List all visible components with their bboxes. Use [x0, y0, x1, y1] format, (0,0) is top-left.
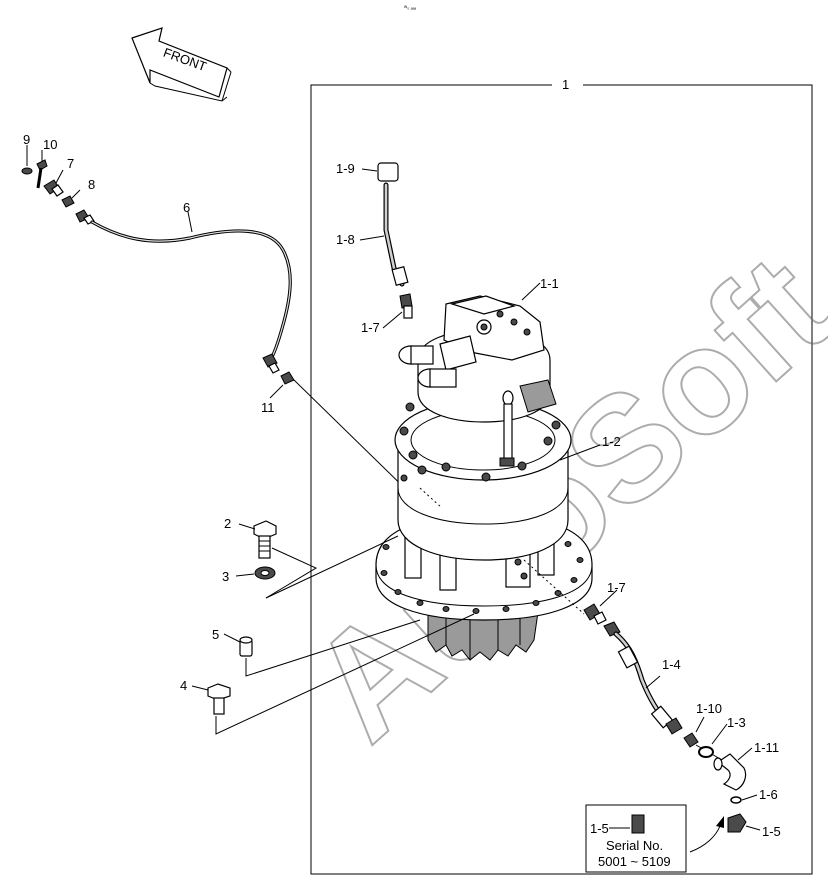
callout-3: 3 [222, 569, 229, 584]
part-7-adapter [43, 169, 64, 197]
part-8-fitting [61, 189, 81, 208]
callout-1-8: 1-8 [336, 232, 355, 247]
callout-11: 11 [261, 400, 275, 415]
callout-1-3: 1-3 [727, 715, 746, 730]
callout-1-7-bottom: 1-7 [607, 580, 626, 595]
callout-9: 9 [23, 132, 30, 147]
callout-1-7-top: 1-7 [361, 320, 380, 335]
callout-1-4: 1-4 [662, 657, 681, 672]
hydraulic-motor [398, 295, 557, 423]
leader-1-1 [521, 282, 541, 301]
assembly-frame: 1 [310, 77, 813, 875]
level-gauge [499, 390, 515, 467]
serial-box-plug-icon [631, 814, 645, 834]
callout-4: 4 [180, 678, 187, 693]
part-1-8-breather-pipe [359, 182, 409, 287]
callout-1-11: 1-11 [754, 740, 779, 755]
part-1-7-bottom-adapter [583, 589, 618, 625]
part-1-6-o-ring [730, 794, 758, 804]
reduction-housing [394, 399, 572, 561]
assembly-label: 1 [562, 77, 569, 92]
front-arrow: FRONT [131, 27, 232, 102]
serial-box-pointer-head [716, 816, 724, 828]
swing-motor-assembly [375, 295, 593, 661]
part-1-4-hose [603, 621, 683, 735]
callout-1-10: 1-10 [696, 701, 722, 716]
part-4-bolt [191, 613, 475, 735]
serial-box-pointer [689, 825, 721, 853]
flange-bolt-holes [380, 541, 584, 614]
pinion-gear [427, 611, 539, 661]
leader-flange-bolt [265, 535, 399, 599]
callout-1-1: 1-1 [540, 276, 559, 291]
callout-5: 5 [212, 627, 219, 642]
callout-labels: 9 10 7 8 6 11 2 3 5 4 1-9 1-8 1-1 1-7 1-… [23, 132, 781, 839]
serial-box-title: Serial No. [606, 838, 663, 853]
part-2-bolt [238, 520, 318, 599]
part-3-washer [235, 566, 276, 580]
part-1-3-o-ring [698, 723, 728, 758]
hose-dashed-path [523, 559, 585, 615]
part-1-7-top-adapter [382, 293, 413, 329]
part-1-5-plug [727, 813, 761, 833]
part-1-11-elbow [713, 747, 753, 791]
serial-box-range: 5001 ~ 5109 [598, 854, 671, 869]
callout-10: 10 [43, 137, 57, 152]
part-1-9-breather-cap [361, 162, 399, 182]
callout-1-5: 1-5 [762, 824, 781, 839]
callout-1-2: 1-2 [602, 434, 621, 449]
part-6-hose [75, 209, 292, 374]
callout-1-6: 1-6 [759, 787, 778, 802]
leader-1-2 [559, 444, 601, 461]
part-10-bolt [36, 150, 48, 189]
serial-number-box: 1-5 Serial No. 5001 ~ 5109 [585, 804, 687, 873]
callout-7: 7 [67, 156, 74, 171]
callout-2: 2 [224, 516, 231, 531]
callout-1-9: 1-9 [336, 161, 355, 176]
housing-bolts [399, 402, 561, 482]
callout-8: 8 [88, 177, 95, 192]
callout-6: 6 [183, 200, 190, 215]
part-9-washer [21, 145, 33, 175]
corner-code: ᵂ₀ ₐₐₐ [404, 5, 416, 11]
part-5-pin [223, 619, 421, 677]
serial-box-part-label: 1-5 [590, 821, 609, 836]
